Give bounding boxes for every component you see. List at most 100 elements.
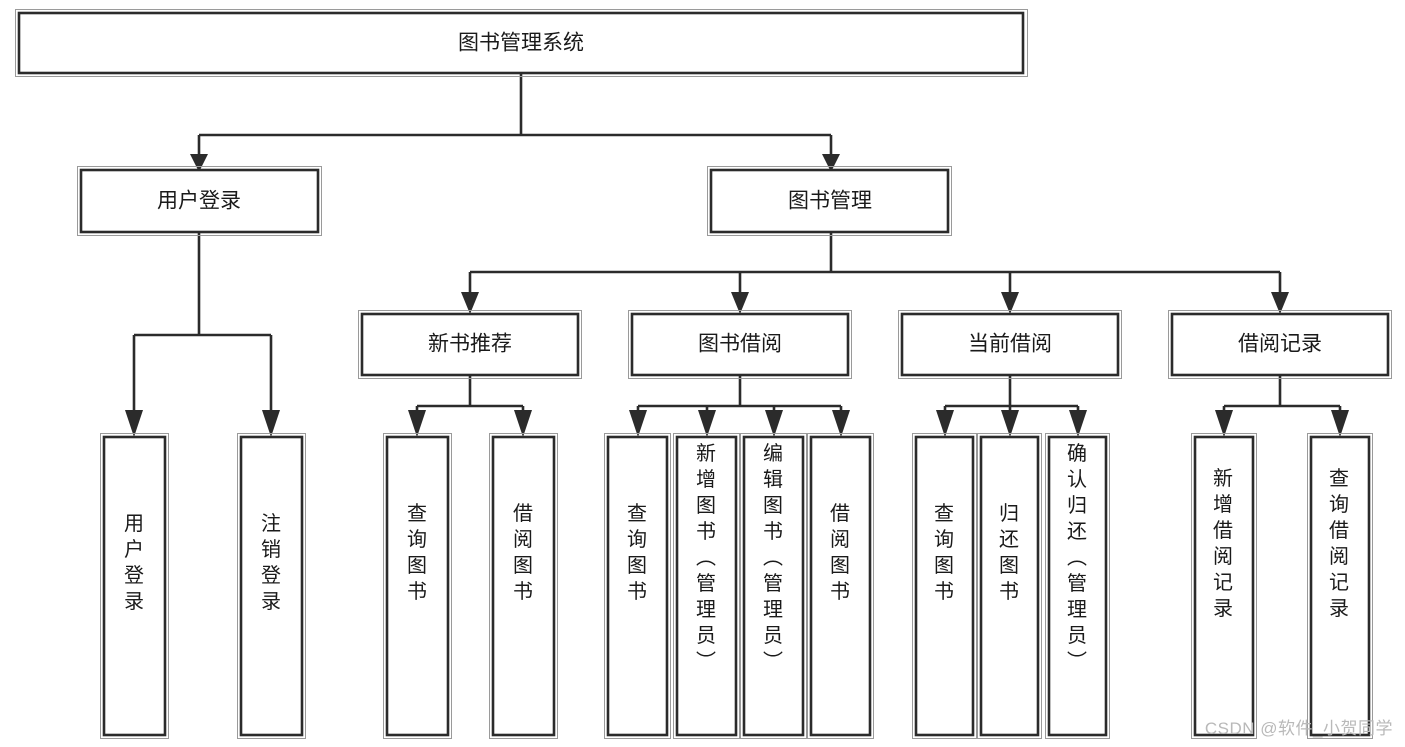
new-book-recommend-box [360,312,580,377]
node-user-login[interactable]: 用户登录 [77,166,322,236]
leaf-confirm-return-box [1047,435,1108,737]
leaf-query-book-2-box-outer [604,433,671,739]
arrow-head-leaf-borrow-book-2 [832,410,850,437]
node-leaf-add-book[interactable]: 新增图书︵管理员︶ [673,433,740,739]
leaf-return-book-box [979,435,1040,737]
book-borrow-box [630,312,850,377]
leaf-borrow-book-2-label: 借阅图书 [830,502,850,603]
arrow-head-leaf-logout [262,410,280,437]
node-leaf-add-record[interactable]: 新增借阅记录 [1191,433,1257,739]
node-borrow-record[interactable]: 借阅记录 [1168,310,1392,379]
leaf-query-record-box-outer [1307,433,1373,739]
arrow-head-leaf-edit-book [765,410,783,437]
arrow-head-book-management [822,154,840,172]
leaf-borrow-book-2-box [809,435,872,737]
root-box [17,11,1025,75]
current-borrow-box [900,312,1120,377]
connector-layer [125,73,1349,437]
root-label: 图书管理系统 [458,32,584,55]
node-leaf-query-record[interactable]: 查询借阅记录 [1307,433,1373,739]
leaf-query-book-2-box [606,435,669,737]
new-book-recommend-box-outer [358,310,582,379]
node-root[interactable]: 图书管理系统 [15,9,1028,77]
leaf-add-record-box [1193,435,1255,737]
arrow-head-leaf-query-book-1 [408,410,426,437]
node-leaf-borrow-book-1[interactable]: 借阅图书 [489,433,558,739]
arrow-head-user-login [190,154,208,172]
borrow-record-box [1170,312,1390,377]
borrow-record-box-outer [1168,310,1392,379]
arrow-head-borrow-record [1271,292,1289,314]
leaf-return-book-label: 归还图书 [999,502,1019,603]
leaf-user-login-label: 用户登录 [124,513,144,613]
arrow-head-leaf-return-book [1001,410,1019,437]
new-book-recommend-label: 新书推荐 [428,333,512,356]
arrow-head-leaf-add-book [698,410,716,437]
arrow-head-current-borrow [1001,292,1019,314]
leaf-borrow-book-1-box [491,435,556,737]
node-leaf-query-book-2[interactable]: 查询图书 [604,433,671,739]
book-borrow-box-outer [628,310,852,379]
leaf-query-book-2-label: 查询图书 [627,502,647,603]
leaf-logout-label: 注销登录 [261,512,281,613]
leaf-add-book-label: 新增图书︵管理员︶ [696,442,716,673]
leaf-query-book-3-label: 查询图书 [934,502,954,603]
arrow-head-leaf-confirm-return [1069,410,1087,437]
leaf-query-book-3-box [914,435,975,737]
leaf-edit-book-box [742,435,805,737]
arrow-head-leaf-query-book-3 [936,410,954,437]
leaf-query-book-1-box [385,435,450,737]
node-new-book-recommend[interactable]: 新书推荐 [358,310,582,379]
leaf-borrow-book-1-box-outer [489,433,558,739]
leaf-query-book-1-label: 查询图书 [407,502,427,603]
leaf-query-book-3-box-outer [912,433,977,739]
book-borrow-label: 图书借阅 [698,333,782,356]
leaf-add-record-box-outer [1191,433,1257,739]
leaf-borrow-book-1-label: 借阅图书 [513,502,533,603]
arrow-head-leaf-user-login [125,410,143,437]
leaf-user-login-box-outer [100,433,169,739]
leaf-query-record-label: 查询借阅记录 [1329,467,1349,620]
leaf-query-book-1-box-outer [383,433,452,739]
leaf-query-record-box [1309,435,1371,737]
node-current-borrow[interactable]: 当前借阅 [898,310,1122,379]
node-leaf-user-login[interactable]: 用户登录 [100,433,169,739]
leaf-borrow-book-2-box-outer [807,433,874,739]
leaf-logout-box [239,435,304,737]
node-leaf-borrow-book-2[interactable]: 借阅图书 [807,433,874,739]
node-book-management[interactable]: 图书管理 [707,166,952,236]
user-login-box-outer [77,166,322,236]
leaf-add-book-box [675,435,738,737]
leaf-confirm-return-box-outer [1045,433,1110,739]
node-leaf-confirm-return[interactable]: 确认归还︵管理员︶ [1045,433,1110,739]
node-leaf-query-book-1[interactable]: 查询图书 [383,433,452,739]
arrow-head-leaf-borrow-book-1 [514,410,532,437]
node-book-borrow[interactable]: 图书借阅 [628,310,852,379]
arrow-head-leaf-query-record [1331,410,1349,437]
arrow-head-leaf-add-record [1215,410,1233,437]
node-leaf-edit-book[interactable]: 编辑图书︵管理员︶ [740,433,807,739]
leaf-logout-box-outer [237,433,306,739]
book-management-box-outer [707,166,952,236]
book-management-box [709,168,950,234]
current-borrow-label: 当前借阅 [968,333,1052,356]
user-login-label: 用户登录 [157,190,241,213]
book-management-label: 图书管理 [788,190,872,213]
node-leaf-logout[interactable]: 注销登录 [237,433,306,739]
user-login-box [79,168,320,234]
leaf-return-book-box-outer [977,433,1042,739]
current-borrow-box-outer [898,310,1122,379]
leaf-add-book-box-outer [673,433,740,739]
borrow-record-label: 借阅记录 [1238,333,1322,356]
node-leaf-return-book[interactable]: 归还图书 [977,433,1042,739]
arrow-head-leaf-query-book-2 [629,410,647,437]
arrow-head-book-borrow [731,292,749,314]
leaf-edit-book-box-outer [740,433,807,739]
leaf-confirm-return-label: 确认归还︵管理员︶ [1067,442,1087,673]
node-leaf-query-book-3[interactable]: 查询图书 [912,433,977,739]
root-box-outer [15,9,1028,77]
leaf-edit-book-label: 编辑图书︵管理员︶ [763,442,783,673]
leaf-add-record-label: 新增借阅记录 [1213,467,1233,620]
